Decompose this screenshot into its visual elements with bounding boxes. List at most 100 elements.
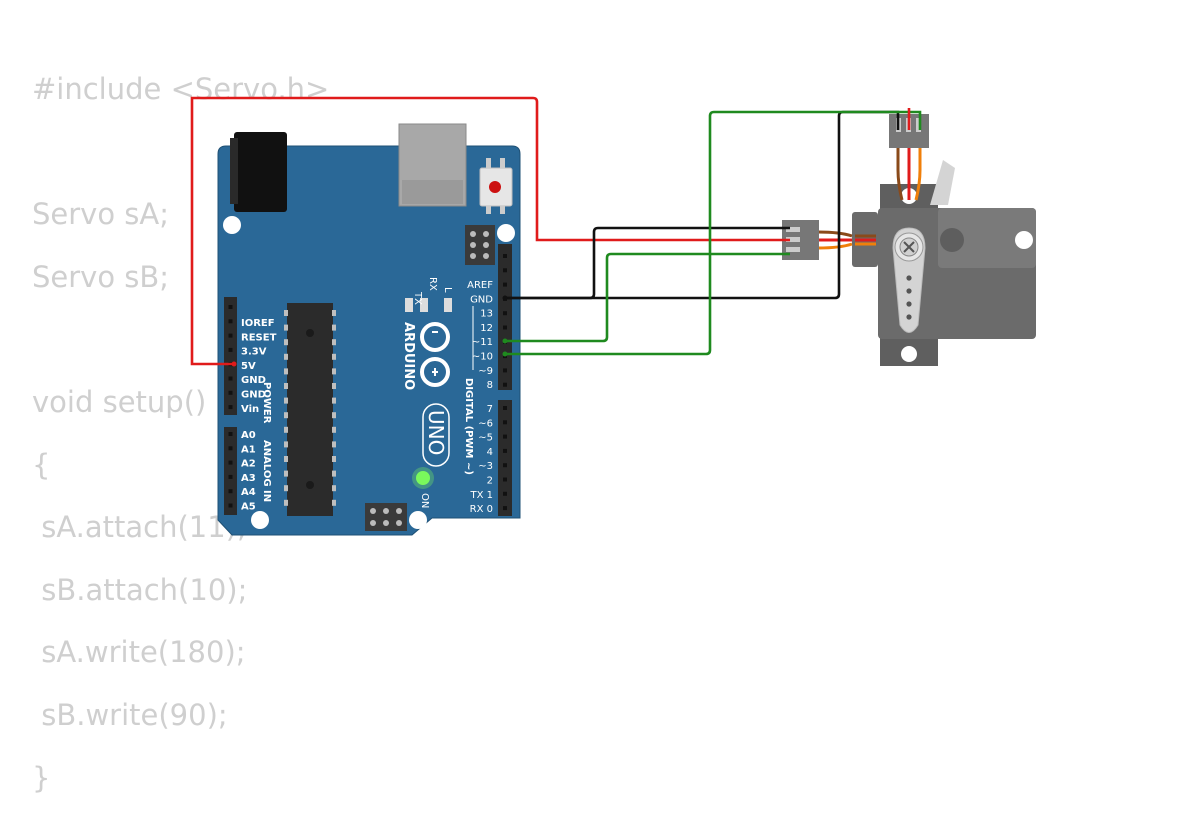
usb-connector [398, 123, 467, 207]
digital-pin-label: 13 [480, 309, 493, 320]
digital-section-label: DIGITAL (PWM ~) [463, 378, 474, 475]
power-pin-label: IOREF [241, 318, 275, 329]
wire-pin11-green[interactable] [505, 252, 790, 343]
power-pin-label: GND [241, 375, 266, 386]
digital-pin-label: AREF [467, 280, 493, 291]
servo-cable-orange [914, 148, 922, 201]
header-pin-socket[interactable] [503, 406, 507, 410]
arduino-uno-board[interactable]: TX RX L ARDUINO UNO ON IOREFRESET3.3V5VG… [217, 123, 521, 536]
header-pin-socket[interactable] [503, 477, 507, 482]
header-pin-socket[interactable] [503, 506, 507, 511]
mounting-hole [251, 511, 269, 529]
chip-leg [332, 397, 336, 404]
wire-5v-red[interactable] [190, 96, 790, 366]
microcontroller-chip [284, 303, 336, 516]
wire-gnd-black-a[interactable] [505, 226, 790, 300]
header-pin-socket[interactable] [503, 311, 507, 316]
servo-horn[interactable] [892, 227, 926, 333]
l-label: L [442, 287, 453, 293]
header-pin-socket[interactable] [228, 305, 233, 309]
header-pin-socket[interactable] [228, 474, 233, 479]
chip-leg [332, 485, 336, 492]
digital-header-bottom [498, 400, 512, 516]
arduino-logo [420, 322, 450, 387]
mounting-hole [223, 216, 241, 234]
chip-leg [284, 353, 288, 360]
reset-button[interactable] [479, 158, 513, 214]
header-pin-socket[interactable] [228, 347, 233, 352]
chip-leg [284, 426, 288, 433]
chip-leg [332, 426, 336, 433]
digital-pin-label: 4 [487, 447, 493, 458]
chip-leg [284, 310, 288, 316]
analog-pin-label: A3 [241, 473, 256, 484]
power-pin-label: RESET [241, 332, 277, 343]
analog-header [224, 427, 237, 515]
header-pin-socket[interactable] [228, 489, 233, 494]
header-pin-socket[interactable] [228, 460, 233, 465]
circuit-diagram: TX RX L ARDUINO UNO ON IOREFRESET3.3V5VG… [190, 96, 1036, 536]
code-line: #include <Servo.h> [32, 72, 330, 106]
chip-leg [284, 397, 288, 404]
chip-leg [284, 485, 288, 492]
header-pin-socket[interactable] [503, 268, 507, 273]
digital-pin-label: ~10 [472, 352, 493, 363]
on-led [416, 471, 430, 485]
power-section-label: POWER [261, 382, 272, 424]
tx-label: TX [412, 291, 423, 305]
chip-leg [332, 310, 336, 316]
analog-pin-label: A5 [241, 502, 256, 513]
header-pin-socket[interactable] [228, 432, 233, 436]
power-header [224, 297, 237, 415]
wires [190, 96, 922, 367]
header-pin-socket[interactable] [228, 390, 233, 395]
servo-motor[interactable] [782, 114, 1036, 366]
header-pin-socket[interactable] [228, 405, 233, 410]
chip-leg [284, 441, 288, 448]
header-pin-socket[interactable] [228, 503, 233, 508]
chip-leg [284, 456, 288, 462]
header-pin-socket[interactable] [503, 434, 507, 439]
header-pin-socket[interactable] [503, 325, 507, 330]
dc-power-jack [230, 132, 287, 212]
header-pin-socket[interactable] [503, 254, 507, 258]
digital-pin-label: TX 1 [470, 490, 494, 501]
digital-pin-label: ~9 [478, 366, 493, 377]
wire-pin10-green[interactable] [505, 110, 922, 356]
digital-pin-label: ~11 [472, 337, 493, 348]
chip-leg [332, 412, 336, 419]
digital-pin-label: 8 [487, 380, 493, 391]
icsp-header-bottom [365, 503, 407, 531]
chip-leg [332, 353, 336, 360]
model-label: UNO [424, 410, 448, 455]
header-pin-socket[interactable] [503, 463, 507, 468]
digital-pin-label: RX 0 [470, 504, 493, 515]
rx-label: RX [427, 277, 438, 291]
on-label: ON [419, 493, 430, 508]
wire-gnd-black-b[interactable] [505, 110, 900, 300]
code-line: sA.attach(11); [32, 510, 247, 545]
header-pin-socket[interactable] [503, 368, 507, 373]
header-pin-socket[interactable] [228, 446, 233, 451]
header-pin-socket[interactable] [228, 333, 233, 338]
digital-pin-label: 2 [487, 476, 493, 487]
digital-pin-label: 7 [487, 404, 493, 415]
header-pin-socket[interactable] [503, 382, 507, 387]
header-pin-socket[interactable] [503, 282, 507, 287]
chip-leg [332, 441, 336, 448]
header-pin-socket[interactable] [228, 319, 233, 324]
code-line: } [32, 760, 51, 795]
code-line: Servo sA; [32, 197, 170, 232]
header-pin-socket[interactable] [503, 448, 507, 453]
analog-section-label: ANALOG IN [261, 440, 272, 502]
header-pin-socket[interactable] [503, 420, 507, 425]
chip-leg [284, 383, 288, 389]
analog-pin-label: A0 [241, 430, 256, 441]
chip-leg [284, 499, 288, 506]
header-pin-socket[interactable] [503, 491, 507, 496]
chip-leg [284, 470, 288, 477]
digital-pin-label: ~3 [478, 461, 493, 472]
header-pin-socket[interactable] [228, 376, 233, 381]
uno-badge: UNO [422, 403, 450, 467]
code-line: void setup() [32, 384, 207, 419]
